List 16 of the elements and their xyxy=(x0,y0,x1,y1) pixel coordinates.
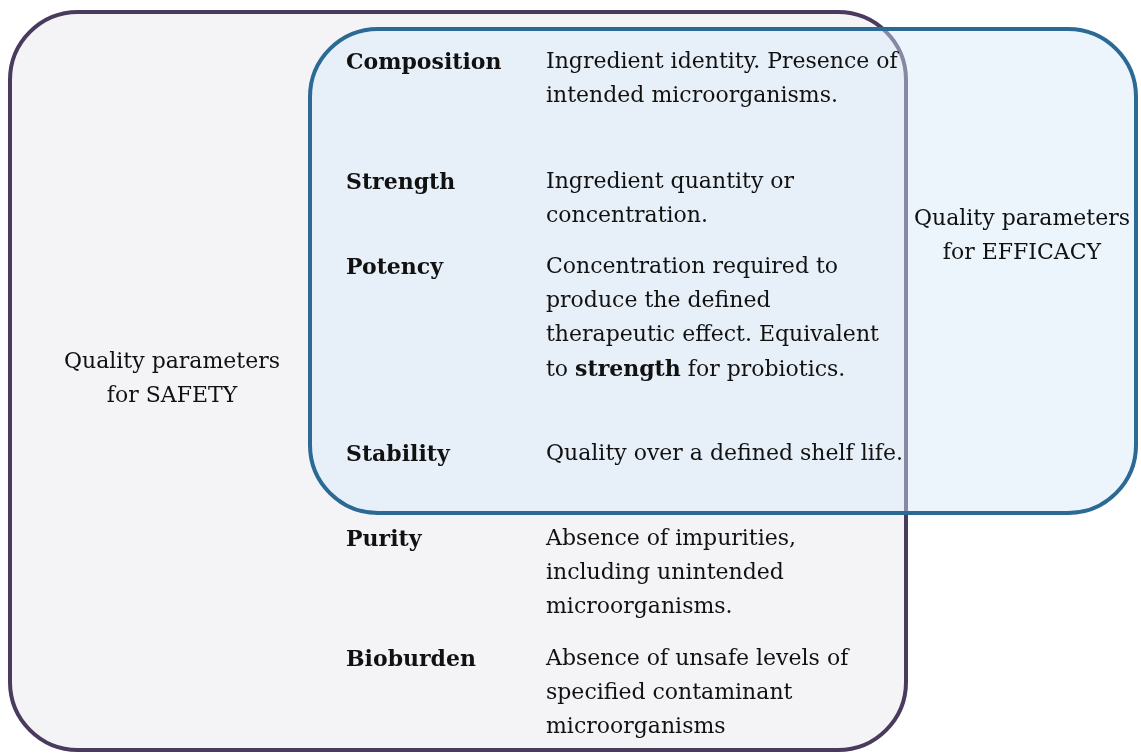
description-text: Concentration required to produce the defined therapeutic effect. Equivalent to strength for probiotics. xyxy=(546,252,880,383)
region-label: Quality parameters for SAFETY xyxy=(62,347,281,409)
term-label: Strength xyxy=(346,167,456,196)
term-label: Potency xyxy=(346,252,443,281)
description-text: Absence of unsafe levels of specified contaminant microorganisms xyxy=(546,644,851,740)
rounded-region xyxy=(8,10,908,752)
description-text: Absence of impurities, including unintended microorganisms. xyxy=(546,524,798,620)
term-label: Composition xyxy=(346,47,502,76)
description-text: Ingredient quantity or concentration. xyxy=(546,167,796,229)
description-text: Ingredient identity. Presence of intended microorganisms. xyxy=(546,47,900,109)
term-label: Bioburden xyxy=(346,644,476,673)
description-text: Quality over a defined shelf life. xyxy=(546,439,904,467)
rounded-region xyxy=(308,27,1138,515)
region-label: Quality parameters for EFFICACY xyxy=(912,204,1131,266)
term-label: Purity xyxy=(346,524,422,553)
term-label: Stability xyxy=(346,439,450,468)
